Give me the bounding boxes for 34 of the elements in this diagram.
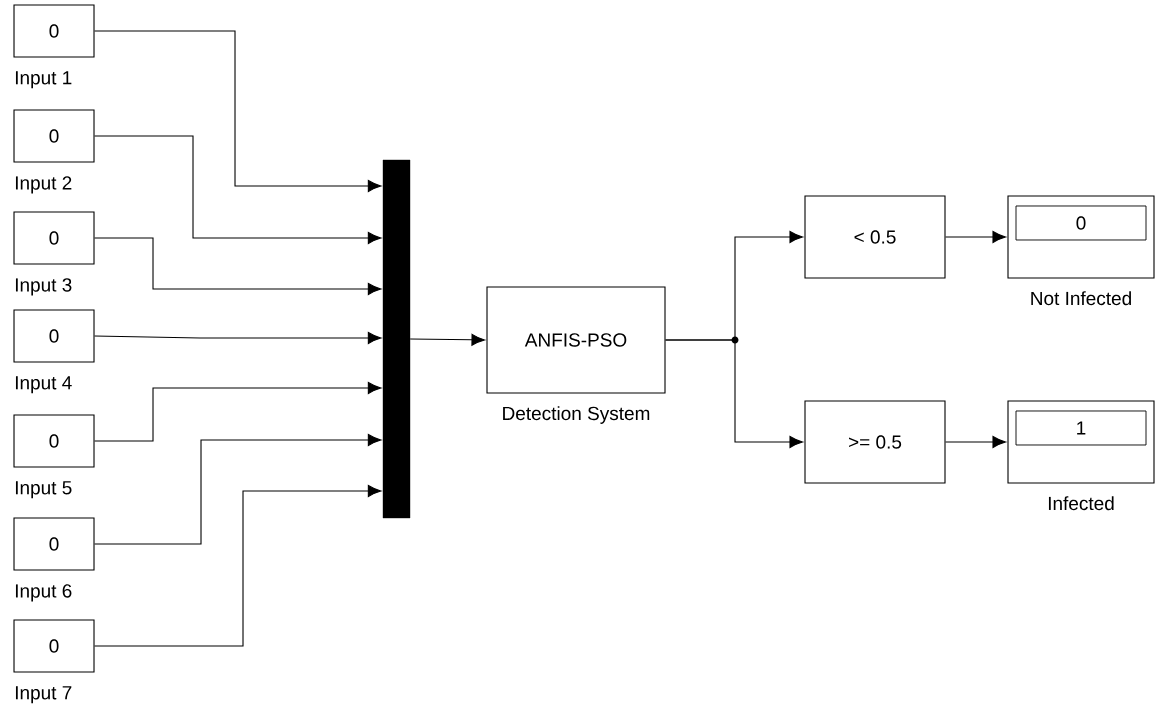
block-label: Input 5 bbox=[15, 481, 72, 499]
arrow bbox=[94, 433, 382, 545]
arrow bbox=[94, 30, 382, 192]
constant-block: 0 bbox=[13, 309, 95, 363]
constant-block: 0 bbox=[13, 414, 95, 468]
constant-block: 0 bbox=[13, 619, 95, 673]
mux-bar bbox=[382, 159, 411, 519]
arrow bbox=[665, 339, 803, 448]
arrow bbox=[94, 484, 382, 647]
block-label: Input 1 bbox=[15, 71, 72, 89]
block-label: Not Infected bbox=[1031, 291, 1131, 306]
arrow bbox=[945, 231, 1006, 243]
block-label: Input 3 bbox=[15, 278, 72, 296]
block-label: Input 4 bbox=[15, 376, 72, 394]
constant-block: 0 bbox=[13, 517, 95, 571]
block-label: Input 7 bbox=[15, 686, 72, 704]
arrow bbox=[409, 333, 486, 346]
block-label: Detection System bbox=[503, 406, 650, 424]
arrow bbox=[94, 135, 382, 244]
arrow bbox=[94, 381, 382, 442]
constant-block: 0 bbox=[13, 211, 95, 265]
process-block: < 0.5 bbox=[804, 195, 946, 279]
block-label: Input 2 bbox=[15, 176, 72, 194]
process-block: >= 0.5 bbox=[804, 400, 946, 484]
arrow bbox=[94, 237, 382, 295]
arrow bbox=[945, 435, 1006, 448]
block-label: Infected bbox=[1048, 496, 1114, 511]
display-block: 1 bbox=[1007, 400, 1155, 484]
block-label: Input 6 bbox=[15, 584, 72, 602]
arrow bbox=[94, 331, 382, 344]
display-block: 0 bbox=[1007, 195, 1155, 279]
process-block: ANFIS-PSO bbox=[486, 286, 666, 394]
constant-block: 0 bbox=[13, 4, 95, 58]
constant-block: 0 bbox=[13, 109, 95, 163]
